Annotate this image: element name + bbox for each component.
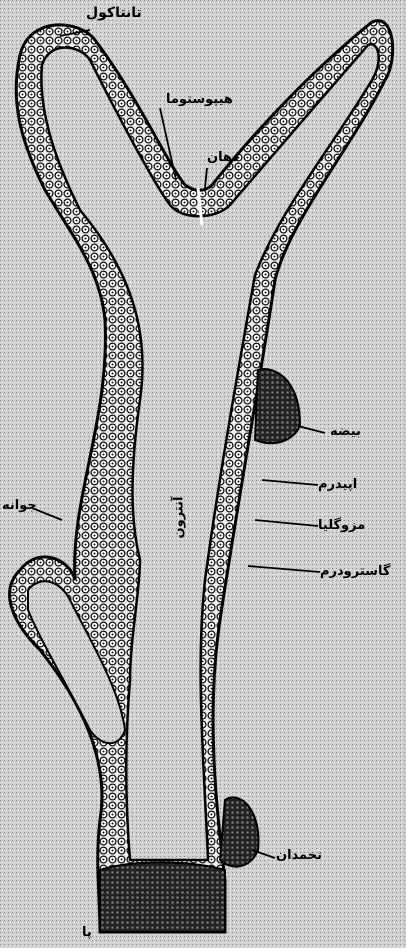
label-ovary: تخمدان	[276, 848, 322, 863]
label-bud: جوانه	[2, 498, 37, 513]
label-coelenteron: آنترون	[171, 497, 186, 539]
label-gastrodermis: گاسترودرم	[320, 564, 390, 579]
label-epidermis: اپیدرم	[318, 477, 357, 492]
label-testis: بیضه	[330, 424, 361, 439]
label-hypostome: هیپوستوما	[166, 92, 233, 107]
foot-disk	[100, 863, 225, 933]
label-tentacle: تانتاکول	[86, 5, 142, 21]
label-mesoglea: مزوگلیا	[318, 518, 365, 533]
label-mouth: دهان	[207, 150, 239, 165]
label-foot: پا	[82, 925, 92, 940]
